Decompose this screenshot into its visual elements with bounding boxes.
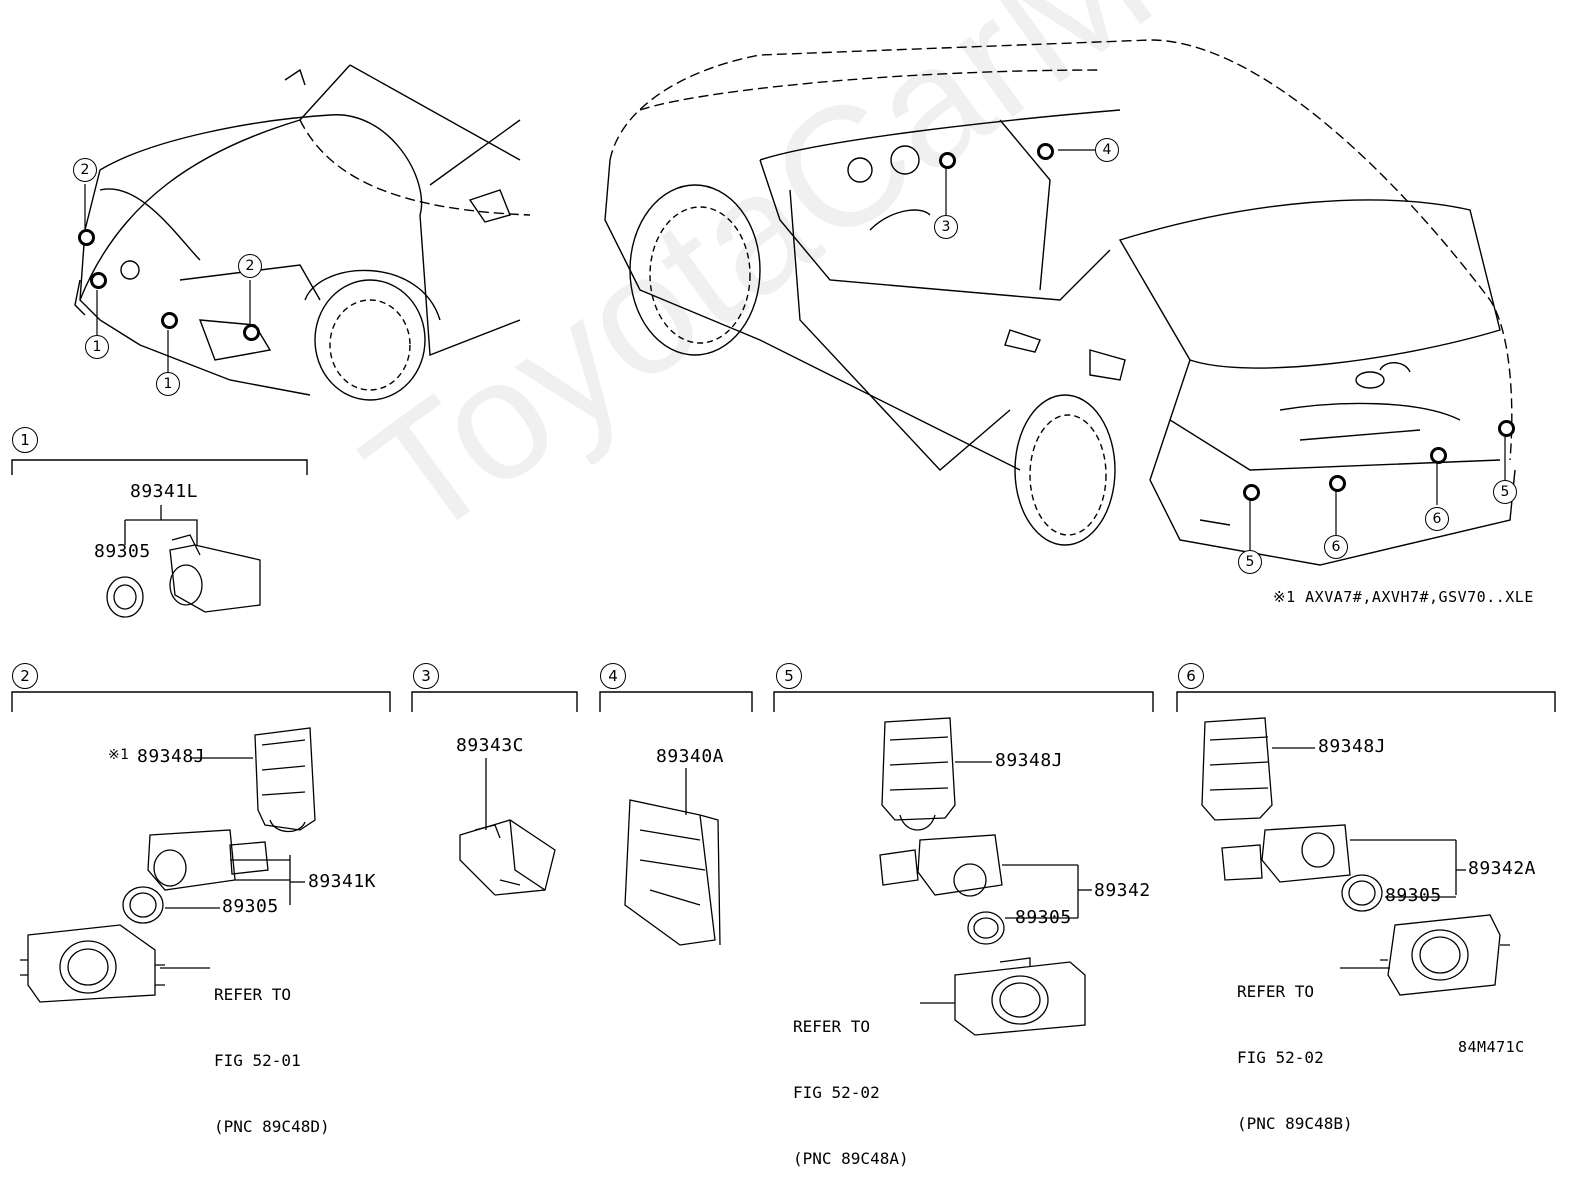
section-2-parts (20, 727, 316, 1003)
section-1-number: 1 (12, 427, 38, 453)
sensor-location-marker (1329, 475, 1346, 492)
callout-front-2b: 2 (238, 254, 262, 278)
part-number-89341K[interactable]: 89341K (308, 871, 377, 892)
figure-id: 84M471C (1458, 1038, 1525, 1056)
part-number-89348J[interactable]: 89348J (137, 746, 206, 767)
note-mark: ※1 (108, 747, 130, 763)
sensor-location-marker (1243, 484, 1260, 501)
sensor-location-marker (90, 272, 107, 289)
front-callout-leaders (84, 184, 251, 372)
callout-front-2a: 2 (73, 158, 97, 182)
refer-line: REFER TO (793, 1017, 871, 1036)
refer-line: (PNC 89C48D) (214, 1117, 330, 1136)
section-3-parts (459, 758, 556, 896)
refer-line: (PNC 89C48A) (793, 1149, 909, 1168)
section-2-number: 2 (12, 663, 38, 689)
sensor-location-marker (1037, 143, 1054, 160)
rear-callout-leaders (945, 149, 1506, 550)
refer-line: FIG 52-02 (793, 1083, 880, 1102)
section-1-parts (106, 505, 261, 618)
callout-rear-5b: 5 (1238, 550, 1262, 574)
refer-note-section-2: REFER TO FIG 52-01 (PNC 89C48D) (214, 940, 330, 1160)
section-brackets (11, 459, 1556, 712)
section-6-number: 6 (1178, 663, 1204, 689)
sensor-location-marker (1498, 420, 1515, 437)
refer-note-section-5: REFER TO FIG 52-02 (PNC 89C48A) (793, 972, 909, 1192)
callout-rear-6b: 6 (1324, 535, 1348, 559)
section-5-parts (879, 717, 1092, 1036)
refer-line: FIG 52-01 (214, 1051, 301, 1070)
callout-front-1a: 1 (85, 335, 109, 359)
callout-rear-5a: 5 (1493, 480, 1517, 504)
part-number-89343C[interactable]: 89343C (456, 735, 525, 756)
section-6-parts (1201, 717, 1510, 996)
section-3-number: 3 (413, 663, 439, 689)
part-number-89342A[interactable]: 89342A (1468, 858, 1537, 879)
part-number-89305[interactable]: 89305 (1385, 885, 1442, 906)
front-car-illustration (74, 64, 531, 401)
sensor-location-marker (161, 312, 178, 329)
sensor-location-marker (939, 152, 956, 169)
part-number-89305[interactable]: 89305 (94, 541, 151, 562)
part-number-89305[interactable]: 89305 (222, 896, 279, 917)
part-number-89348J[interactable]: 89348J (995, 750, 1064, 771)
section-4-parts (624, 768, 721, 946)
part-number-89305[interactable]: 89305 (1015, 907, 1072, 928)
part-number-89341L[interactable]: 89341L (130, 481, 199, 502)
refer-line: REFER TO (1237, 982, 1315, 1001)
callout-rear-4: 4 (1095, 138, 1119, 162)
section-4-number: 4 (600, 663, 626, 689)
callout-rear-6a: 6 (1425, 507, 1449, 531)
rear-car-illustration (604, 39, 1516, 566)
parts-diagram-drawing (11, 39, 1556, 1036)
footnote: ※1 AXVA7#,AXVH7#,GSV70..XLE (1273, 588, 1534, 606)
part-number-89348J[interactable]: 89348J (1318, 736, 1387, 757)
part-number-89342[interactable]: 89342 (1094, 880, 1151, 901)
sensor-location-marker (243, 324, 260, 341)
refer-line: (PNC 89C48B) (1237, 1114, 1353, 1133)
sensor-location-marker (78, 229, 95, 246)
part-number-89340A[interactable]: 89340A (656, 746, 725, 767)
callout-front-1b: 1 (156, 372, 180, 396)
refer-line: REFER TO (214, 985, 292, 1004)
callout-rear-3: 3 (934, 215, 958, 239)
section-5-number: 5 (776, 663, 802, 689)
refer-line: FIG 52-02 (1237, 1048, 1324, 1067)
sensor-location-marker (1430, 447, 1447, 464)
refer-note-section-6: REFER TO FIG 52-02 (PNC 89C48B) (1237, 937, 1353, 1157)
